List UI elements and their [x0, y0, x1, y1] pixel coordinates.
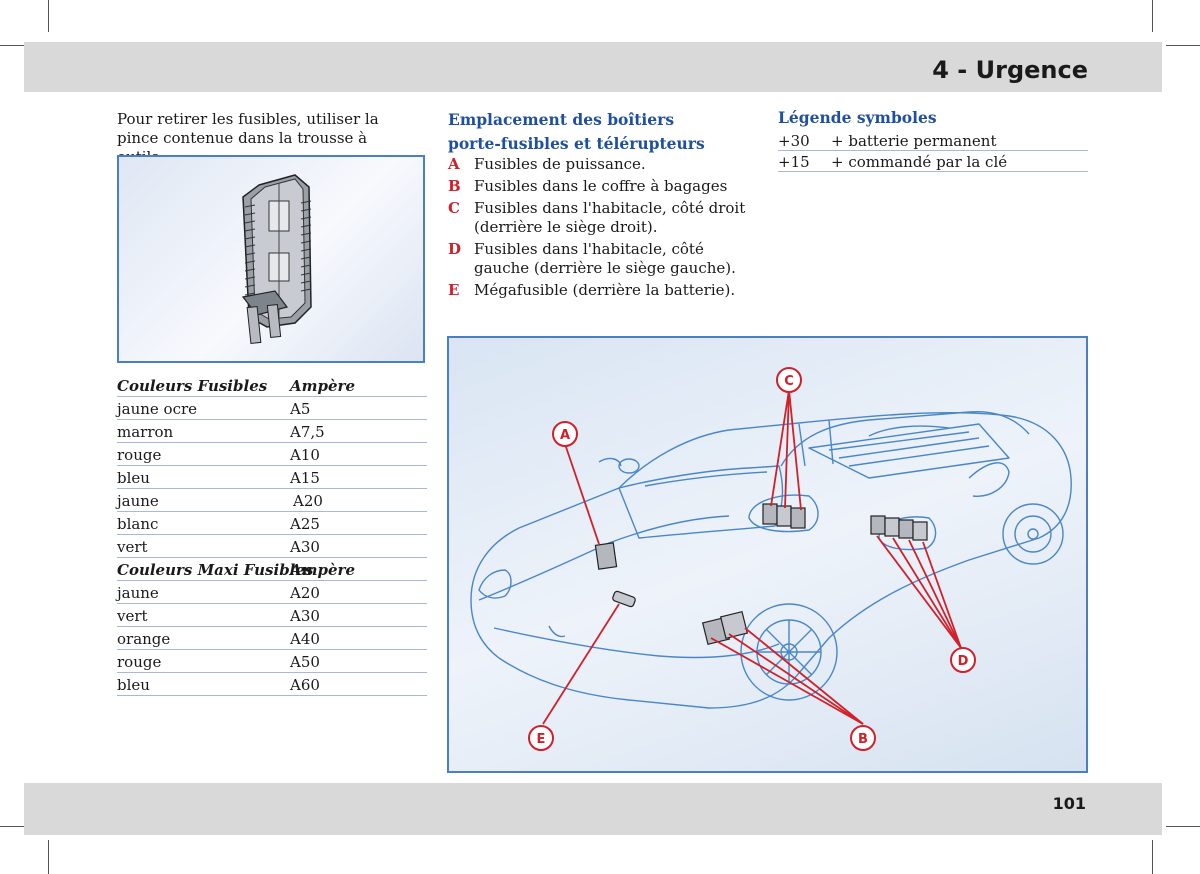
- table-row: bleu A60: [117, 673, 427, 696]
- table-row: jaune A20: [117, 581, 427, 604]
- fuse-ampere: A30: [290, 607, 320, 625]
- table-row: jaune A20: [117, 489, 427, 512]
- fuse-color: vert: [117, 538, 148, 556]
- location-letter: B: [448, 177, 461, 195]
- legend-row: +30 + batterie permanent: [778, 130, 1088, 151]
- crop-mark: [1166, 45, 1200, 46]
- chapter-title: 4 - Urgence: [932, 56, 1088, 84]
- list-item: A Fusibles de puissance.: [448, 155, 748, 174]
- table-row: marron A7,5: [117, 420, 427, 443]
- fuse-ampere: A50: [290, 653, 320, 671]
- car-fuse-location-diagram: A B C D E: [447, 336, 1088, 773]
- table-row: orange A40: [117, 627, 427, 650]
- list-item: D Fusibles dans l'habitacle, côté gauche …: [448, 240, 748, 278]
- legend-title: Légende symboles: [778, 108, 937, 127]
- legend-symbol: +15: [778, 153, 810, 171]
- fuse-color: bleu: [117, 469, 150, 487]
- callout-label-a: A: [560, 428, 570, 443]
- fuse-ampere: A25: [290, 515, 320, 533]
- callout-label-d: D: [958, 654, 969, 669]
- car-outline: [470, 411, 1072, 709]
- column-header: Ampère: [290, 377, 355, 395]
- table-row: vert A30: [117, 604, 427, 627]
- fuse-ampere: A40: [290, 630, 320, 648]
- list-item: E Mégafusible (derrière la batterie).: [448, 281, 748, 300]
- fuse-ampere: A10: [290, 446, 320, 464]
- location-text: Fusibles dans l'habitacle, côté droit (d…: [474, 199, 746, 236]
- location-letter: D: [448, 240, 462, 258]
- table-row: blanc A25: [117, 512, 427, 535]
- list-item: B Fusibles dans le coffre à bagages: [448, 177, 748, 196]
- legend-desc: + commandé par la clé: [831, 153, 1008, 171]
- callout-leader-lines: [542, 389, 962, 725]
- table-header: Couleurs Fusibles Ampère: [117, 374, 427, 397]
- footer-band: [24, 783, 1162, 835]
- table-row: rouge A50: [117, 650, 427, 673]
- location-text: Mégafusible (derrière la batterie).: [474, 281, 736, 299]
- fuse-color: rouge: [117, 446, 162, 464]
- fuse-color: jaune: [117, 584, 159, 602]
- crop-mark: [48, 0, 49, 32]
- location-letter: A: [448, 155, 460, 173]
- callout-label-e: E: [537, 732, 546, 747]
- location-letter: C: [448, 199, 460, 217]
- car-outline-drawing: A B C D E: [470, 367, 1072, 751]
- location-text: Fusibles dans le coffre à bagages: [474, 177, 728, 195]
- fuse-color: orange: [117, 630, 171, 648]
- crop-mark: [1152, 840, 1153, 874]
- fuse-color: vert: [117, 607, 148, 625]
- list-item: C Fusibles dans l'habitacle, côté droit (…: [448, 199, 748, 237]
- crop-mark: [48, 840, 49, 874]
- locations-title: Emplacement des boîtiers porte-fusibles …: [448, 108, 738, 156]
- fuse-ampere: A20: [293, 492, 323, 510]
- header-band: [24, 42, 1162, 92]
- column-header: Ampère: [290, 561, 355, 579]
- column-header: Couleurs Fusibles: [117, 377, 268, 395]
- legend-desc: + batterie permanent: [831, 132, 997, 150]
- fuse-ampere: A30: [290, 538, 320, 556]
- column-header: Couleurs Maxi Fusibles: [117, 561, 314, 579]
- callout-markers: [528, 367, 976, 751]
- fuse-color: jaune ocre: [117, 400, 198, 418]
- fuse-color: jaune: [117, 492, 159, 510]
- crop-mark: [1152, 0, 1153, 32]
- fuse-illustration: [117, 155, 425, 363]
- legend-table: +30 + batterie permanent +15 + commandé pa…: [778, 130, 1088, 172]
- locations-title-line: Emplacement des boîtiers: [448, 110, 675, 129]
- page-number: 101: [1052, 794, 1086, 813]
- callout-label-c: C: [784, 374, 794, 389]
- fuse-ampere: A7,5: [290, 423, 325, 441]
- fuse-color-table: Couleurs Fusibles Ampère jaune ocre A5 ma…: [117, 374, 427, 696]
- fuse-ampere: A60: [290, 676, 320, 694]
- table-row: vert A30: [117, 535, 427, 558]
- fuse-color: bleu: [117, 676, 150, 694]
- table-header: Couleurs Maxi Fusibles Ampère: [117, 558, 427, 581]
- fuse-box-modules: [594, 503, 928, 646]
- legend-row: +15 + commandé par la clé: [778, 151, 1088, 172]
- callout-label-b: B: [858, 732, 868, 747]
- locations-title-line: porte-fusibles et télérupteurs: [448, 134, 705, 153]
- fuse-ampere: A15: [290, 469, 320, 487]
- fuse-puller-drawing: [241, 174, 312, 344]
- location-text: Fusibles de puissance.: [474, 155, 646, 173]
- fuse-color: marron: [117, 423, 174, 441]
- location-text: Fusibles dans l'habitacle, côté gauche (…: [474, 240, 736, 277]
- table-row: bleu A15: [117, 466, 427, 489]
- fuse-ampere: A20: [290, 584, 320, 602]
- location-letter: E: [448, 281, 460, 299]
- locations-list: A Fusibles de puissance. B Fusibles dans l…: [448, 155, 748, 303]
- fuse-color: blanc: [117, 515, 159, 533]
- table-row: jaune ocre A5: [117, 397, 427, 420]
- intro-text: Pour retirer les fusibles, utiliser la p…: [117, 110, 379, 166]
- fuse-ampere: A5: [290, 400, 311, 418]
- fuse-color: rouge: [117, 653, 162, 671]
- legend-symbol: +30: [778, 132, 810, 150]
- crop-mark: [0, 45, 34, 46]
- table-row: rouge A10: [117, 443, 427, 466]
- crop-mark: [0, 826, 34, 827]
- crop-mark: [1166, 826, 1200, 827]
